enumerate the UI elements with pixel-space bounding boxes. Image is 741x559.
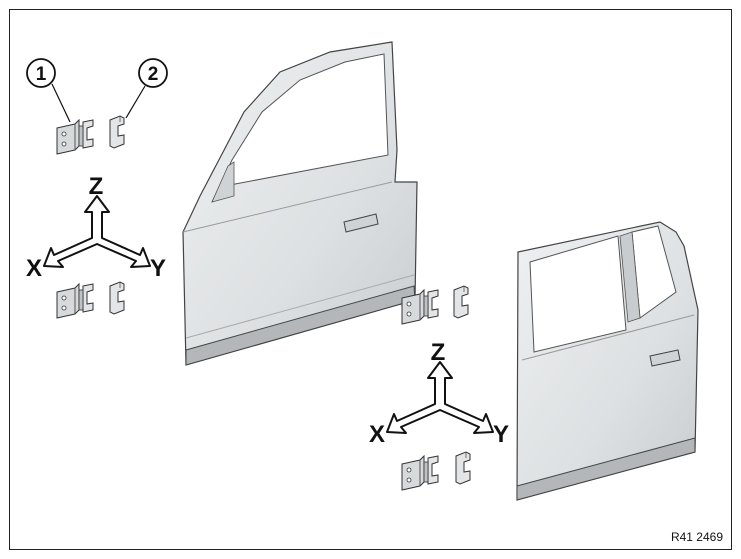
svg-text:1: 1 (36, 64, 47, 85)
axis-label-y-rear: Y (493, 421, 509, 448)
callout-2: 2 (125, 58, 168, 119)
reference-code: R41 2469 (670, 530, 723, 544)
rear-door (516, 221, 699, 501)
hinge-lower-rear (401, 451, 471, 491)
rear-door-handle (649, 349, 681, 367)
callout-1: 1 (26, 58, 71, 123)
front-door (182, 41, 418, 366)
axis-gizmo-rear: Z X Y (369, 339, 509, 448)
svg-text:2: 2 (148, 64, 159, 85)
axis-label-x-rear: X (369, 421, 385, 448)
front-door-handle (343, 213, 379, 233)
axis-label-x: X (26, 255, 42, 282)
hinge-upper-front (56, 115, 125, 155)
hinge-lower-front (56, 281, 125, 319)
axis-label-y: Y (150, 255, 166, 282)
axis-label-z: Z (89, 173, 104, 200)
axis-label-z-rear: Z (431, 339, 446, 366)
axis-gizmo-front: Z X Y (26, 173, 166, 282)
